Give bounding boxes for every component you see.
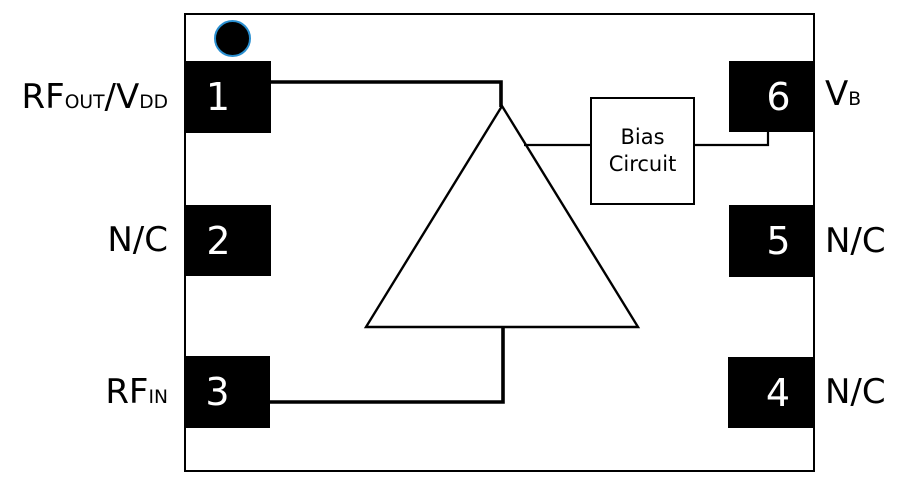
- bias-circuit-label-line2: Circuit: [608, 152, 677, 176]
- pin1-indicator-dot: [214, 20, 251, 57]
- pin-number-6: 6: [766, 74, 791, 119]
- ic-package-outline: [184, 13, 815, 472]
- pin3-label-main: RF: [105, 372, 149, 412]
- pin4-label-text: N/C: [825, 372, 886, 412]
- pin-box-1: 1: [185, 61, 271, 133]
- pin-box-2: 2: [186, 205, 271, 276]
- pin-number-1: 1: [205, 75, 231, 119]
- pin5-label-text: N/C: [825, 221, 886, 261]
- pin1-label-sub-dd: DD: [139, 92, 168, 113]
- bias-circuit-label-line1: Bias: [620, 125, 665, 149]
- pin6-label-sub-b: B: [848, 89, 862, 110]
- pin-number-2: 2: [206, 218, 231, 263]
- pin6-label-vb: VB: [825, 67, 901, 121]
- pin-number-4: 4: [765, 370, 791, 415]
- pin1-label-rfout-vdd: RFOUT/VDD: [0, 70, 169, 124]
- bias-circuit-block: Bias Circuit: [590, 97, 695, 205]
- pin2-label-text: N/C: [107, 220, 168, 260]
- pin3-label-rfin: RFIN: [0, 365, 168, 419]
- pin4-label-nc: N/C: [825, 365, 901, 419]
- pin-number-5: 5: [766, 219, 791, 263]
- pin6-label-main: V: [825, 74, 849, 114]
- pin1-label-main: RF: [21, 77, 65, 117]
- pin-box-6: 6: [729, 61, 814, 132]
- pin-box-4: 4: [728, 357, 814, 428]
- pin1-label-sub-out: OUT: [64, 92, 105, 113]
- pin1-label-main2: /V: [104, 77, 140, 117]
- pin-number-3: 3: [205, 370, 230, 414]
- pin3-label-sub-in: IN: [148, 387, 169, 408]
- pin5-label-nc: N/C: [825, 214, 901, 268]
- pin-box-5: 5: [729, 205, 814, 277]
- pin2-label-nc: N/C: [0, 213, 168, 267]
- pin-box-3: 3: [185, 356, 270, 428]
